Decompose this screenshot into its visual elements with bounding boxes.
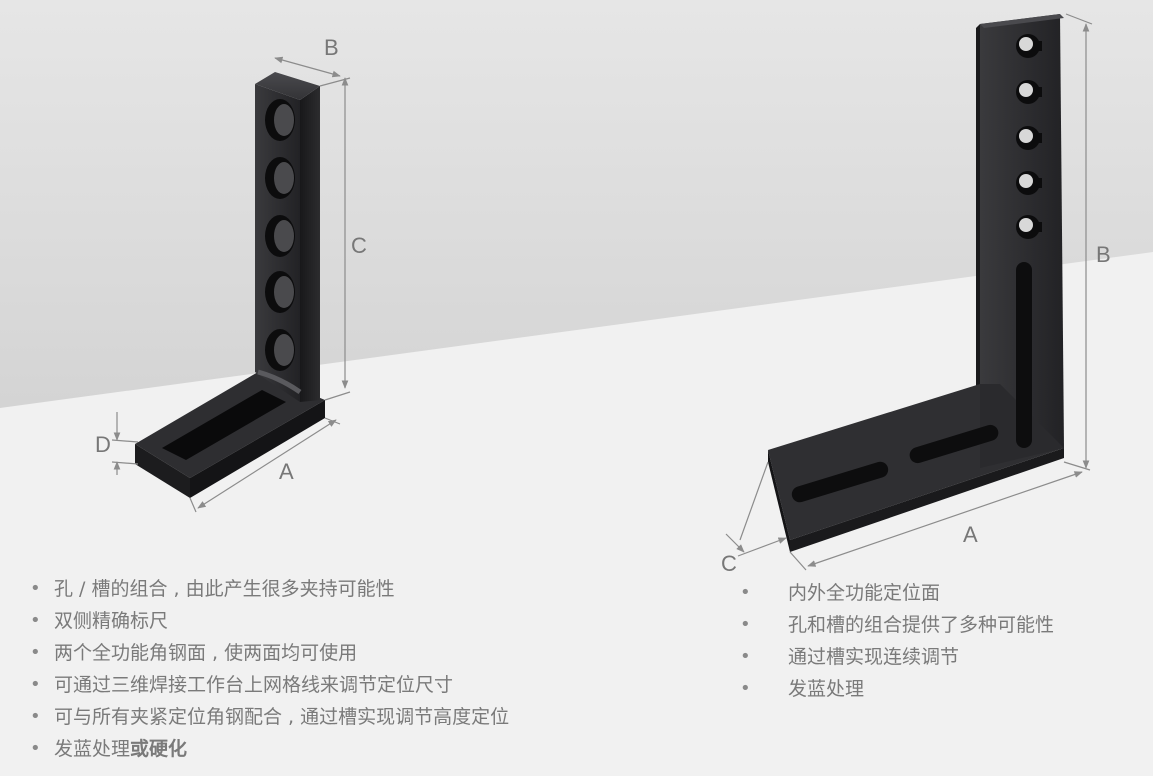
left-dimension-lines <box>111 56 351 513</box>
bullet: • <box>30 642 41 663</box>
left-angle-bracket <box>111 56 351 513</box>
right-dimension-c-label: C <box>721 551 737 576</box>
left-dimension-a-label: A <box>279 459 294 484</box>
right-dimension-lines <box>725 13 1093 571</box>
left-bracket-holes <box>265 99 295 371</box>
bullet: • <box>30 706 41 727</box>
bullet: • <box>30 674 41 695</box>
list-item: •可通过三维焊接工作台上网格线来调节定位尺寸 <box>30 669 509 701</box>
emphasis-text: 或硬化 <box>130 738 188 760</box>
list-item: •发蓝处理或硬化 <box>30 733 509 765</box>
list-item: •孔和槽的组合提供了多种可能性 <box>740 609 1054 641</box>
list-item: •双侧精确标尺 <box>30 605 509 637</box>
left-dimension-d-label: D <box>95 432 111 457</box>
right-feature-list: •内外全功能定位面 •孔和槽的组合提供了多种可能性 •通过槽实现连续调节 •发蓝… <box>740 577 1054 705</box>
bullet: • <box>740 678 751 699</box>
left-dimension-c-label: C <box>351 233 367 258</box>
bullet: • <box>30 578 41 599</box>
right-angle-bracket <box>725 13 1093 571</box>
left-feature-list: •孔 / 槽的组合 , 由此产生很多夹持可能性 •双侧精确标尺 •两个全功能角钢… <box>30 573 509 765</box>
bullet: • <box>740 614 751 635</box>
right-dimension-a-label: A <box>963 522 978 547</box>
list-item: •孔 / 槽的组合 , 由此产生很多夹持可能性 <box>30 573 509 605</box>
list-item: •内外全功能定位面 <box>740 577 1054 609</box>
right-bracket-holes <box>1016 34 1042 239</box>
list-item: •发蓝处理 <box>740 673 1054 705</box>
list-item: •通过槽实现连续调节 <box>740 641 1054 673</box>
list-item: •两个全功能角钢面 , 使两面均可使用 <box>30 637 509 669</box>
bullet: • <box>30 738 41 759</box>
bullet: • <box>740 582 751 603</box>
list-item: •可与所有夹紧定位角钢配合 , 通过槽实现调节高度定位 <box>30 701 509 733</box>
bullet: • <box>740 646 751 667</box>
right-dimension-b-label: B <box>1096 242 1111 267</box>
bullet: • <box>30 610 41 631</box>
left-dimension-b-label: B <box>324 35 339 60</box>
